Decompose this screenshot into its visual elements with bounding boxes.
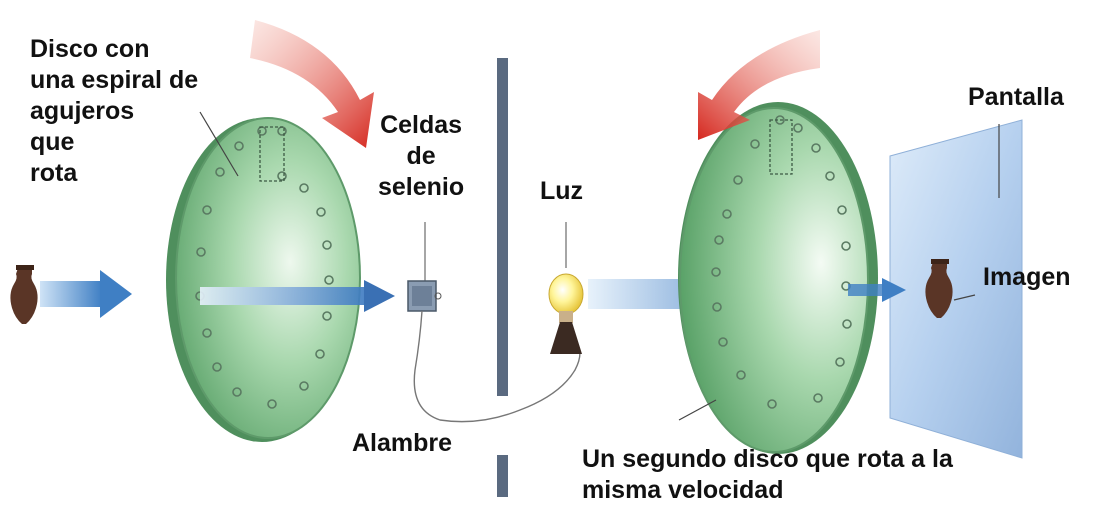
vase-image-icon [925, 259, 953, 318]
label-selenium-cells: Celdas de selenio [378, 111, 465, 201]
disc-2-scan-window [769, 119, 793, 175]
disc-1 [166, 117, 361, 442]
label-light: Luz [540, 177, 584, 205]
input-light-beam [40, 270, 132, 318]
disc-1-scan-window [259, 126, 285, 182]
disc-1-holes [195, 126, 334, 409]
pointer-lines [199, 111, 1000, 421]
barrier [497, 58, 508, 497]
lightbulb-icon [548, 222, 584, 354]
beam-to-screen [848, 278, 906, 302]
label-image: Imagen [983, 263, 1071, 291]
disc-2 [678, 102, 878, 454]
label-disc-1: Disco con una espiral de agujeros que ro… [30, 35, 199, 187]
rotation-arrow-2 [698, 30, 820, 140]
rotation-arrow-1 [250, 20, 374, 148]
label-wire: Alambre [352, 429, 453, 457]
beam-to-cell [200, 280, 395, 312]
selenium-cell-icon [407, 222, 442, 312]
label-second-disc: Un segundo disco que rota a la misma vel… [582, 445, 953, 504]
projection-screen [889, 119, 1023, 459]
wire [413, 310, 581, 423]
label-screen: Pantalla [968, 83, 1064, 111]
disc-2-holes [711, 115, 852, 409]
vase-icon [10, 265, 38, 324]
